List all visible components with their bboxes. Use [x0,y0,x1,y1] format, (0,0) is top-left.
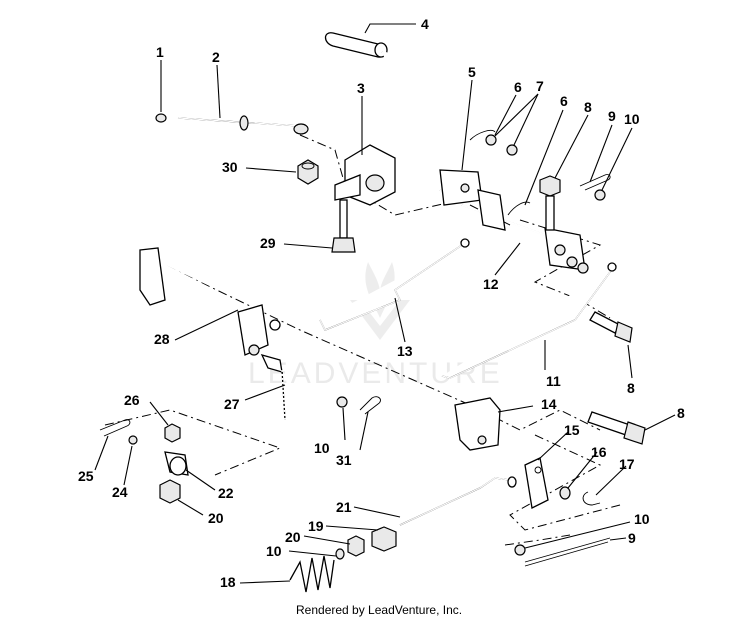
part-1-pin [155,113,167,123]
callout-8a: 8 [584,99,592,115]
callout-31: 31 [336,452,352,468]
callout-25: 25 [78,468,94,484]
part-18-spring [289,555,335,593]
callout-30: 30 [222,159,238,175]
part-14-bracket [454,397,501,451]
part-12-shaft [461,189,589,274]
callout-numbers: 1 2 3 4 5 6 7 6 8 9 10 30 29 12 28 13 11… [78,16,685,590]
footer-credit: Rendered by LeadVenture, Inc. [296,603,462,617]
callout-26: 26 [124,392,140,408]
callout-24: 24 [112,484,128,500]
callout-10d: 10 [634,511,650,527]
part-20-nut-left [159,479,181,504]
part-20-nut-right [347,535,365,557]
callout-8c: 8 [677,405,685,421]
part-10-31-hardware [336,396,381,415]
part-8-bolt-low [587,411,646,445]
callout-4: 4 [421,16,429,32]
leader-lines [94,23,676,584]
part-27-threaded-rod [260,353,286,421]
part-10-9-bottom [514,537,611,567]
part-26-nut [164,423,181,443]
part-30-nut [297,159,319,185]
part-8-bolt-mid [589,311,633,343]
callout-10a: 10 [624,111,640,127]
part-13-link-rod [319,238,470,331]
callout-20b: 20 [285,529,301,545]
callout-1: 1 [156,44,164,60]
callout-14: 14 [541,396,557,412]
callout-21: 21 [336,499,352,515]
callout-8b: 8 [627,380,635,396]
part-29-bolt [331,199,356,253]
part-11-long-rod [441,262,617,379]
callout-28: 28 [154,331,170,347]
part-16-washer [559,486,571,500]
part-22-ferrule [164,451,189,476]
callout-27: 27 [224,396,240,412]
callout-16: 16 [591,444,607,460]
part-3-bracket [334,144,396,206]
callout-19: 19 [308,518,324,534]
callout-5: 5 [468,64,476,80]
callout-13: 13 [397,343,413,359]
callout-20a: 20 [208,510,224,526]
part-9-10-top [579,174,611,201]
callout-9b: 9 [628,530,636,546]
part-15-plate [524,457,549,509]
part-8-bolt-top [539,175,561,231]
callout-7: 7 [536,78,544,94]
part-6-7-hardware [469,129,531,216]
callout-11: 11 [546,373,561,389]
part-25-clip [99,419,131,437]
callout-10c: 10 [266,543,282,559]
part-4-grip [324,32,388,58]
callout-12: 12 [483,276,499,292]
part-17-clip [582,491,601,506]
part-19-nut [371,526,397,552]
part-24-washer [128,435,138,445]
part-28-rockshaft [139,247,281,356]
callout-9a: 9 [608,108,616,124]
callout-2: 2 [212,49,220,65]
callout-17: 17 [619,456,635,472]
callout-6a: 6 [514,79,522,95]
callout-6b: 6 [560,93,568,109]
callout-29: 29 [260,235,276,251]
part-5-lever [381,50,483,206]
part-2-rod [177,115,309,135]
callout-3: 3 [357,80,365,96]
part-21-rod [399,476,517,526]
callout-18: 18 [220,574,236,590]
part-10-washer-low [335,548,345,560]
callout-15: 15 [564,422,580,438]
callout-10b: 10 [314,440,330,456]
callout-22: 22 [218,485,234,501]
